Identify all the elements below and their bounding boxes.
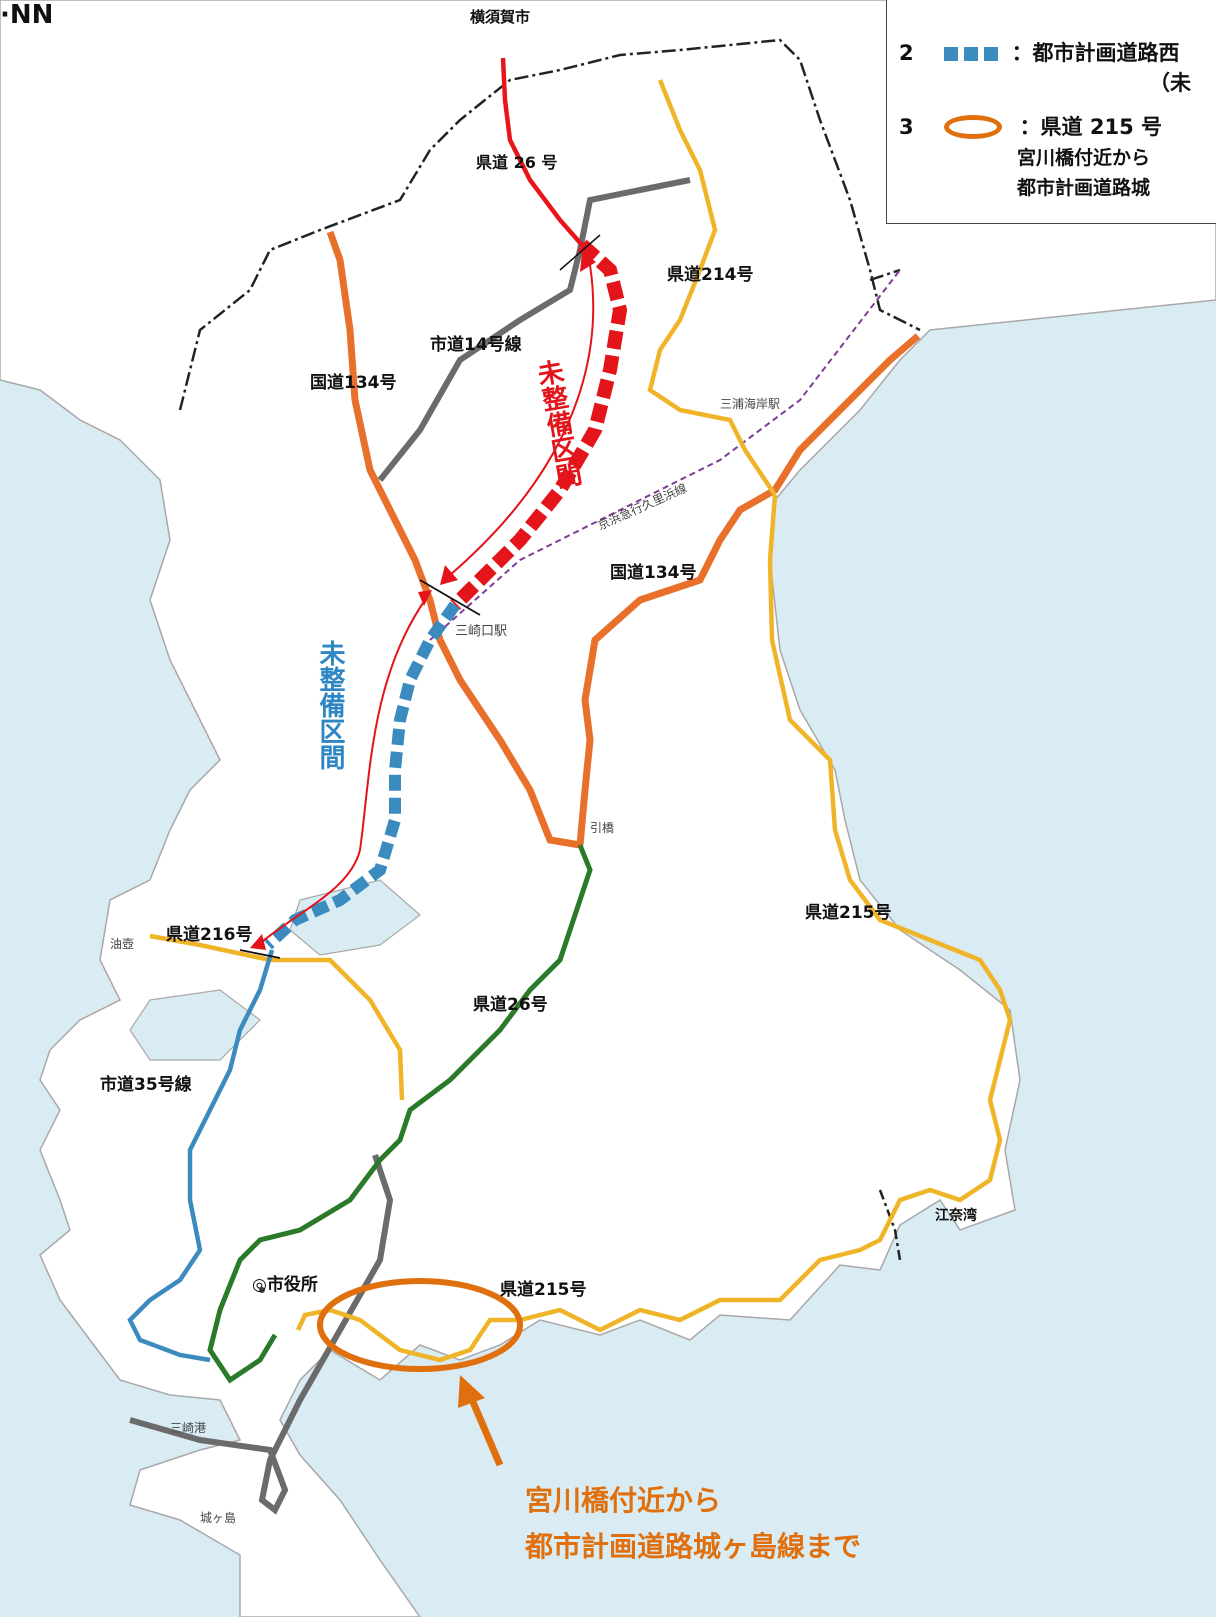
callout-arrow-head	[458, 1375, 485, 1408]
legend-3-num: 3	[899, 115, 914, 139]
pref-road-26-south	[207, 844, 593, 1384]
west-road-blue	[127, 949, 275, 1363]
arrowhead-3	[418, 590, 432, 606]
label-enawan: 江奈湾	[935, 1207, 977, 1224]
boundary-enawan	[878, 1189, 902, 1261]
pref-road-216	[149, 933, 405, 1101]
label-yokosuka: 横須賀市	[470, 8, 530, 26]
label-road26-south: 県道26号	[473, 994, 548, 1015]
legend-row-3: 3 ：県道 215 号	[899, 111, 1162, 141]
tick-north	[559, 234, 601, 271]
legend-ring-icon	[944, 115, 1003, 139]
label-road215-east: 県道215号	[805, 902, 892, 923]
tick-misakiguchi	[419, 579, 481, 616]
label-road134-west: 国道134号	[310, 372, 397, 393]
national-road-134-east	[576, 333, 921, 846]
cove-south	[129, 989, 261, 1061]
label-misakiguchi: 三崎口駅	[455, 624, 507, 639]
label-misaki-beach: 三浦海岸駅	[720, 396, 780, 411]
arrowhead-1	[580, 252, 596, 272]
label-unfinished-blue: 未整備区間	[315, 640, 345, 770]
label-misaki-port: 三崎港	[170, 1421, 206, 1435]
legend-square-2	[964, 47, 979, 61]
label-city14: 市道14号線	[430, 334, 522, 355]
label-aburatsubo: 油壺	[110, 937, 134, 951]
city-hall-marker	[259, 1287, 265, 1293]
legend-row-3-sub2: 都市計画道路城	[1017, 173, 1150, 200]
city-boundary-east	[869, 268, 901, 282]
legend-3-sub1: 宮川橋付近から	[1017, 147, 1151, 169]
pref-road-215	[295, 494, 1013, 1363]
legend-row-2-sub: （未	[1149, 67, 1191, 97]
unfinished-section-blue	[263, 601, 460, 950]
arrowhead-4	[250, 934, 266, 950]
label-road26-north: 県道 26 号	[476, 153, 557, 172]
legend: 2 ：都市計画道路西 （未 3 ：県道 215 号 宮川橋付近から 都市計画道路…	[886, 0, 1216, 224]
arrowhead-2	[440, 565, 458, 585]
label-city-hall: ◎市役所	[252, 1274, 318, 1295]
label-road215-south: 県道215号	[500, 1279, 587, 1300]
city-road-14	[377, 177, 691, 482]
legend-square-1	[944, 47, 959, 61]
legend-square-3	[984, 47, 999, 61]
legend-2-text: ：都市計画道路西	[1011, 41, 1180, 65]
arrow-red-north	[449, 264, 595, 576]
label-jogashima: 城ヶ島	[200, 1510, 236, 1525]
callout-line2: 都市計画道路城ヶ島線まで	[524, 1530, 861, 1563]
callout-arrow-shaft	[466, 1393, 504, 1467]
national-road-134-west	[326, 230, 581, 849]
legend-3-text: ：県道 215 号	[1019, 115, 1163, 139]
legend-2-num: 2	[899, 41, 914, 65]
city-road-jogashima	[129, 1154, 394, 1515]
unfinished-section-red	[450, 239, 628, 610]
label-hikihashi: 引橋	[590, 821, 614, 835]
label-road214: 県道214号	[667, 264, 754, 285]
legend-2-sub: （未	[1149, 71, 1191, 95]
label-road134-east: 国道134号	[610, 562, 697, 583]
legend-3-sub2: 都市計画道路城	[1017, 177, 1151, 199]
callout-line1: 宮川橋付近から	[525, 1484, 721, 1517]
label-city35: 市道35号線	[100, 1074, 192, 1095]
label-road216: 県道216号	[166, 924, 253, 945]
legend-row-3-sub1: 宮川橋付近から	[1017, 143, 1150, 170]
legend-row-2: 2 ：都市計画道路西	[899, 37, 1180, 67]
corner-mark: ·NN	[0, 0, 54, 30]
pref-road-26-north	[500, 57, 584, 247]
city-boundary	[178, 38, 921, 411]
pref-road-214	[647, 79, 777, 497]
highlight-ellipse	[317, 1278, 523, 1372]
arrow-red-south	[257, 599, 426, 946]
railway-keikyu	[429, 269, 901, 641]
tick-216	[239, 949, 281, 959]
